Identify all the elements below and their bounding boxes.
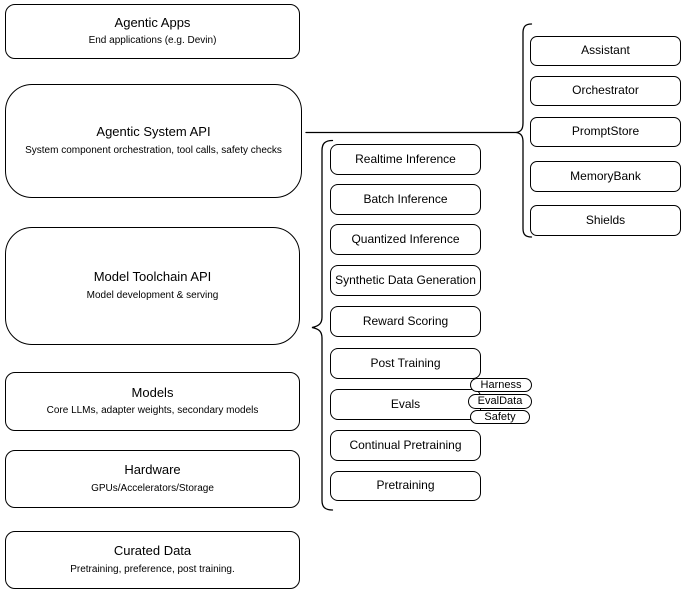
- box-subtitle: System component orchestration, tool cal…: [25, 144, 282, 156]
- box-agentic-apps: Agentic Apps End applications (e.g. Devi…: [5, 4, 300, 59]
- eval-tag-evaldata: EvalData: [468, 394, 532, 409]
- box-curated-data: Curated Data Pretraining, preference, po…: [5, 531, 300, 589]
- box-subtitle: Core LLMs, adapter weights, secondary mo…: [46, 405, 259, 417]
- box-title: Hardware: [124, 462, 181, 478]
- box-subtitle: Model development & serving: [86, 289, 219, 301]
- component-box-shields: Shields: [530, 205, 681, 236]
- box-hardware: Hardware GPUs/Accelerators/Storage: [5, 450, 300, 508]
- box-subtitle: Pretraining, preference, post training.: [70, 563, 235, 575]
- service-box-continual-pretraining: Continual Pretraining: [330, 430, 481, 461]
- box-subtitle: End applications (e.g. Devin): [88, 35, 217, 47]
- component-box-promptstore: PromptStore: [530, 117, 681, 147]
- box-subtitle: GPUs/Accelerators/Storage: [91, 482, 214, 494]
- component-box-orchestrator: Orchestrator: [530, 76, 681, 106]
- box-agentic-system-api: Agentic System API System component orch…: [5, 84, 302, 198]
- service-box-quantized-inference: Quantized Inference: [330, 224, 481, 255]
- service-box-post-training: Post Training: [330, 348, 481, 379]
- component-box-assistant: Assistant: [530, 36, 681, 66]
- service-box-reward-scoring: Reward Scoring: [330, 306, 481, 337]
- box-title: Agentic Apps: [114, 14, 191, 30]
- service-box-batch-inference: Batch Inference: [330, 184, 481, 215]
- box-model-toolchain-api: Model Toolchain API Model development & …: [5, 227, 300, 345]
- box-title: Agentic System API: [96, 124, 211, 140]
- box-title: Model Toolchain API: [93, 269, 212, 285]
- service-box-realtime-inference: Realtime Inference: [330, 144, 481, 175]
- eval-tag-harness: Harness: [470, 378, 532, 392]
- box-title: Models: [131, 384, 174, 400]
- box-models: Models Core LLMs, adapter weights, secon…: [5, 372, 300, 431]
- box-title: Curated Data: [113, 543, 192, 559]
- service-box-synthetic-data-generation: Synthetic Data Generation: [330, 265, 481, 296]
- service-box-pretraining: Pretraining: [330, 471, 481, 501]
- service-box-evals: Evals: [330, 389, 481, 420]
- component-box-memorybank: MemoryBank: [530, 161, 681, 192]
- eval-tag-safety: Safety: [470, 410, 530, 424]
